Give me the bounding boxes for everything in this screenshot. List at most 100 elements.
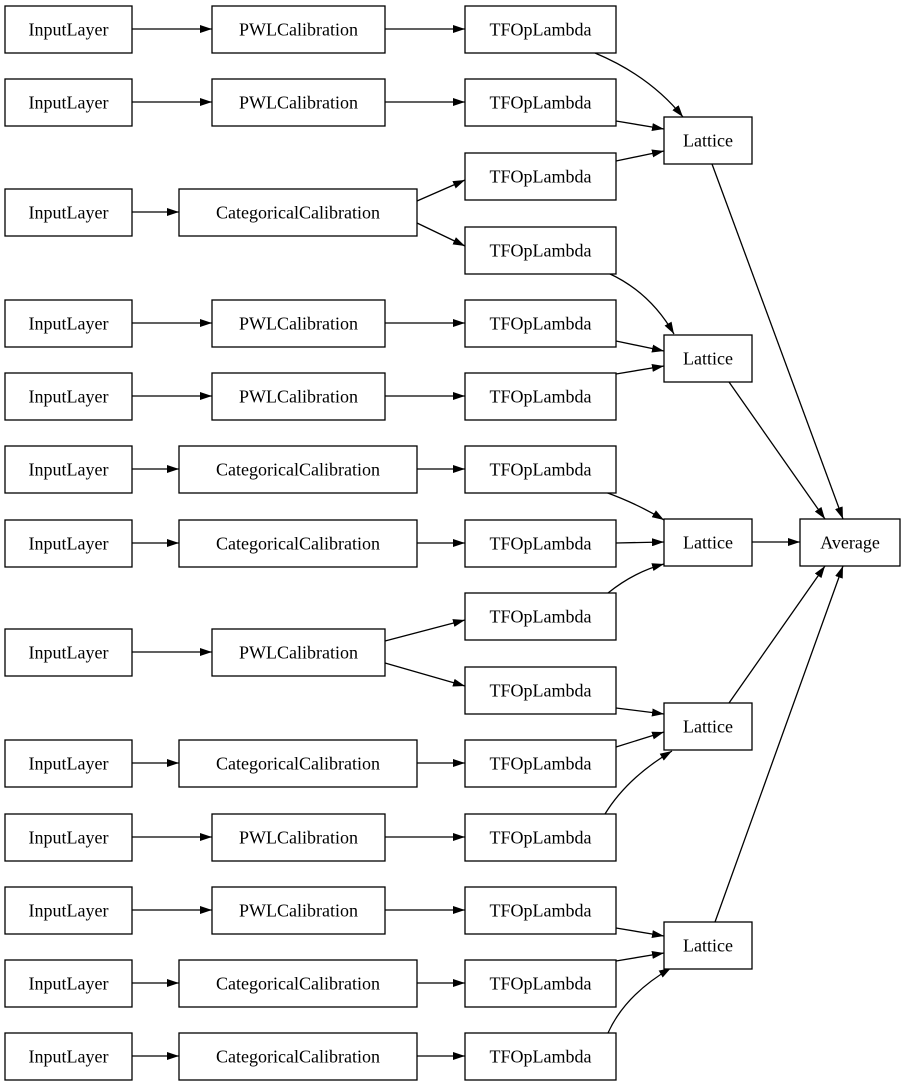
node-lattice-4-label: Lattice [683,717,733,737]
node-calib-1-box [211,5,386,54]
node-tfop-3-box [464,152,617,201]
node-calib-13: CategoricalCalibration [178,1032,418,1081]
node-tfop-11-label: TFOpLambda [490,754,592,774]
node-input-8: InputLayer [4,628,133,677]
edge-tfop-9-to-lattice-3 [607,563,665,594]
node-calib-7-label: CategoricalCalibration [216,534,380,554]
node-calib-2: PWLCalibration [211,78,386,127]
edge-tfop-13-to-lattice-5 [615,927,665,938]
node-lattice-1: Lattice [663,116,753,165]
node-tfop-9: TFOpLambda [464,592,617,641]
node-calib-13-label: CategoricalCalibration [216,1047,380,1067]
node-tfop-6: TFOpLambda [464,372,617,421]
node-calib-4-label: PWLCalibration [239,314,358,334]
node-calib-8-box [211,628,386,677]
node-tfop-8: TFOpLambda [464,519,617,568]
node-calib-8: PWLCalibration [211,628,386,677]
edge-calib-3-to-tfop-4 [416,222,466,247]
edge-tfop-7-to-lattice-3 [604,491,665,521]
node-calib-5-label: PWLCalibration [239,387,358,407]
node-input-13-box [4,1032,133,1081]
node-calib-13-box [178,1032,418,1081]
node-input-1-box [4,5,133,54]
node-input-12-box [4,959,133,1008]
edge-tfop-8-to-lattice-3 [615,538,665,547]
node-tfop-1: TFOpLambda [464,5,617,54]
node-tfop-7: TFOpLambda [464,445,617,494]
node-tfop-1-box [464,5,617,54]
node-calib-4-box [211,299,386,348]
node-lattice-3-box [663,518,753,567]
node-input-5-label: InputLayer [29,387,109,407]
node-calib-12: CategoricalCalibration [178,959,418,1008]
node-input-7: InputLayer [4,519,133,568]
node-calib-3-label: CategoricalCalibration [216,203,380,223]
nodes-layer: InputLayerInputLayerInputLayerInputLayer… [4,5,901,1081]
edge-tfop-11-to-lattice-4 [615,731,665,748]
node-tfop-9-label: TFOpLambda [490,607,592,627]
node-input-1: InputLayer [4,5,133,54]
node-calib-12-box [178,959,418,1008]
node-input-4-box [4,299,133,348]
node-calib-5: PWLCalibration [211,372,386,421]
node-calib-10: PWLCalibration [211,813,386,862]
node-tfop-10-box [464,666,617,715]
node-calib-2-label: PWLCalibration [239,93,358,113]
node-input-9-box [4,739,133,788]
node-calib-12-label: CategoricalCalibration [216,974,380,994]
node-input-7-box [4,519,133,568]
edge-lattice-4-to-average [728,565,826,704]
node-tfop-3: TFOpLambda [464,152,617,201]
node-input-8-label: InputLayer [29,643,109,663]
node-lattice-2-box [663,334,753,383]
node-tfop-2: TFOpLambda [464,78,617,127]
node-tfop-10: TFOpLambda [464,666,617,715]
node-input-9-label: InputLayer [29,754,109,774]
node-tfop-5-box [464,299,617,348]
edge-tfop-10-to-lattice-4 [615,707,665,717]
node-input-6-label: InputLayer [29,460,109,480]
edge-lattice-1-to-average [711,163,844,520]
node-lattice-2: Lattice [663,334,753,383]
edges-layer [132,25,844,1060]
node-lattice-2-label: Lattice [683,349,733,369]
node-input-10: InputLayer [4,813,133,862]
edge-calib-8-to-tfop-9 [384,619,466,642]
node-tfop-7-box [464,445,617,494]
node-tfop-14-label: TFOpLambda [490,974,592,994]
node-calib-7: CategoricalCalibration [178,519,418,568]
node-tfop-4: TFOpLambda [464,226,617,275]
node-calib-2-box [211,78,386,127]
node-input-3: InputLayer [4,188,133,237]
node-lattice-1-label: Lattice [683,131,733,151]
node-tfop-7-label: TFOpLambda [490,460,592,480]
node-input-3-label: InputLayer [29,203,109,223]
node-input-8-box [4,628,133,677]
node-tfop-11: TFOpLambda [464,739,617,788]
node-tfop-14-box [464,959,617,1008]
node-input-6: InputLayer [4,445,133,494]
node-tfop-12-label: TFOpLambda [490,828,592,848]
node-input-1-label: InputLayer [29,20,109,40]
edge-tfop-14-to-lattice-5 [615,951,665,962]
node-calib-7-box [178,519,418,568]
edge-tfop-4-to-lattice-2 [607,272,675,335]
node-calib-8-label: PWLCalibration [239,643,358,663]
edge-tfop-6-to-lattice-2 [615,364,665,375]
edge-lattice-5-to-average [714,565,844,923]
node-lattice-1-box [663,116,753,165]
node-lattice-5-box [663,921,753,970]
node-input-3-box [4,188,133,237]
edge-calib-3-to-tfop-3 [416,179,466,202]
node-lattice-5: Lattice [663,921,753,970]
node-tfop-15-label: TFOpLambda [490,1047,592,1067]
node-input-11-label: InputLayer [29,901,109,921]
edge-tfop-15-to-lattice-5 [607,967,672,1034]
node-tfop-14: TFOpLambda [464,959,617,1008]
node-average: Average [799,518,901,567]
node-calib-6: CategoricalCalibration [178,445,418,494]
node-tfop-15-box [464,1032,617,1081]
node-input-10-box [4,813,133,862]
